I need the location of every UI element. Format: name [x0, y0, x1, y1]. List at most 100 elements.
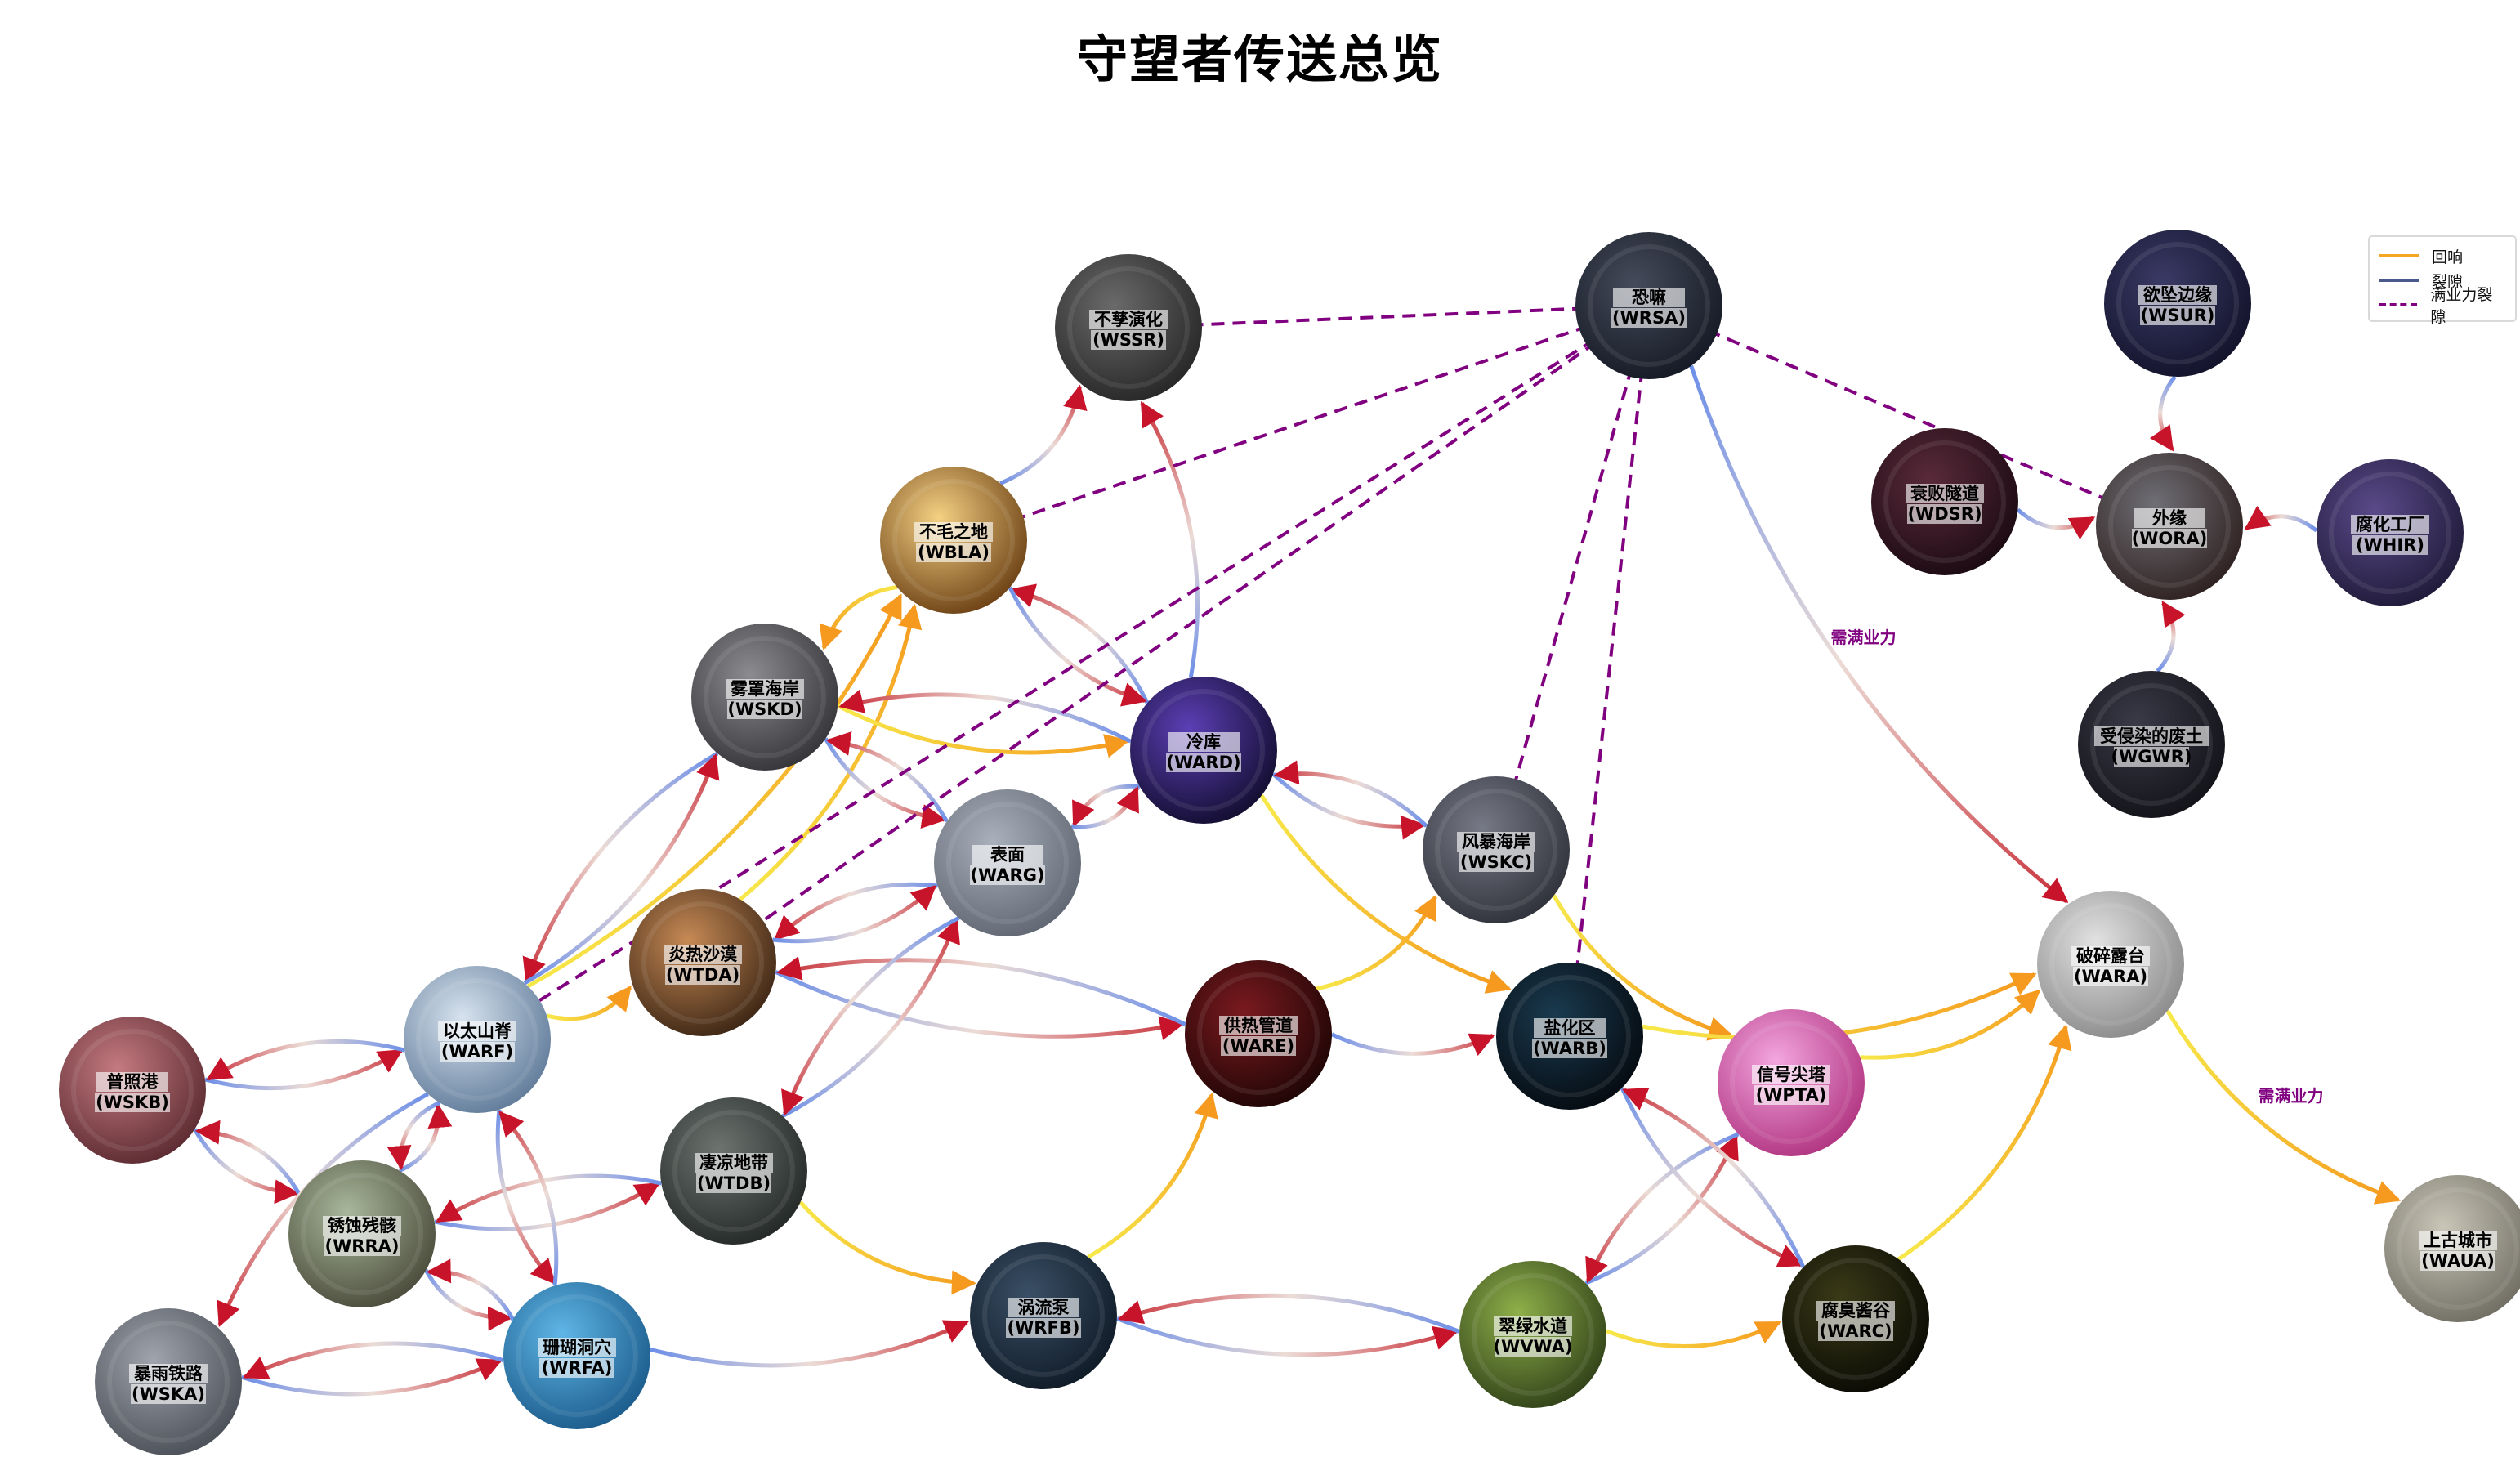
edge-WRSA-WBLA [953, 304, 1650, 542]
region-code: (WORA) [2132, 529, 2208, 548]
region-node-wssr[interactable]: 不孳演化(WSSR) [1055, 254, 1202, 401]
region-code: (WGWR) [2111, 747, 2192, 767]
legend-item-rift: 裂隙 [2379, 268, 2505, 293]
edge-WRFA-WARF [498, 1111, 559, 1286]
edge-WGWR-WORA [2156, 601, 2186, 673]
edge-WARG-WTDA [774, 882, 938, 941]
region-name: 炎热沙漠 [668, 945, 738, 964]
region-code: (WSKA) [132, 1384, 205, 1404]
legend-swatch-echo [2379, 254, 2419, 257]
region-node-whir[interactable]: 腐化工厂(WHIR) [2317, 459, 2464, 606]
edge-WVWA-WPTA [1584, 1133, 1739, 1285]
region-name: 腐化工厂 [2356, 515, 2424, 534]
region-name: 欲坠边缘 [2142, 285, 2212, 305]
edge-WRFB-WVWA [1116, 1316, 1459, 1357]
legend-swatch-karma-rift [2379, 303, 2418, 306]
region-node-waua[interactable]: 上古城市(WAUA) [2384, 1175, 2520, 1322]
edge-WRFA-WRRA [426, 1258, 515, 1321]
region-node-wvwa[interactable]: 翠绿水道(WVWA) [1459, 1261, 1606, 1408]
edge-WRSA-WORA [1648, 304, 2170, 528]
region-node-wora[interactable]: 外缘(WORA) [2096, 453, 2243, 600]
region-name: 雾罩海岸 [731, 679, 799, 699]
region-name: 供热管道 [1223, 1016, 1293, 1035]
region-node-wskc[interactable]: 风暴海岸(WSKC) [1423, 776, 1570, 923]
edge-WARC-WARB [1622, 1088, 1806, 1268]
region-code: (WVWA) [1493, 1337, 1572, 1357]
edge-WBLA-WSSR [999, 384, 1088, 485]
edge-WARF-WBLA [526, 593, 903, 989]
region-node-warb[interactable]: 盐化区(WARB) [1496, 963, 1643, 1110]
region-node-warf[interactable]: 以太山脊(WARF) [404, 966, 551, 1113]
edge-WSKD-WARD [837, 704, 1130, 758]
region-name: 破碎露台 [2076, 946, 2145, 966]
region-name: 盐化区 [1544, 1018, 1596, 1038]
region-code: (WRFA) [542, 1358, 613, 1378]
edge-WARF-WRRA [386, 1101, 441, 1171]
region-code: (WTDB) [697, 1173, 771, 1193]
region-name: 暴雨铁路 [134, 1364, 203, 1383]
region-node-wrfb[interactable]: 涡流泵(WRFB) [970, 1242, 1117, 1389]
region-code: (WSKB) [96, 1093, 169, 1112]
region-node-wtdb[interactable]: 凄凉地带(WTDB) [660, 1097, 807, 1245]
region-code: (WPTA) [1756, 1085, 1827, 1105]
region-node-warc[interactable]: 腐臭酱谷(WARC) [1782, 1245, 1929, 1392]
region-node-wskb[interactable]: 普照港(WSKB) [59, 1017, 206, 1164]
region-name: 信号尖塔 [1757, 1065, 1826, 1084]
edge-WSUR-WORA [2149, 375, 2177, 452]
region-node-wtda[interactable]: 炎热沙漠(WTDA) [629, 889, 776, 1036]
region-name: 锈蚀残骸 [328, 1216, 396, 1236]
region-code: (WSKD) [727, 700, 802, 719]
region-name: 翠绿水道 [1499, 1316, 1567, 1336]
region-node-wsur[interactable]: 欲坠边缘(WSUR) [2104, 230, 2251, 377]
edge-WHIR-WORA [2244, 505, 2318, 533]
region-node-wrfa[interactable]: 珊瑚洞穴(WRFA) [503, 1282, 650, 1429]
edge-WSKB-WRRA [193, 1128, 300, 1205]
region-node-wrra[interactable]: 锈蚀残骸(WRRA) [288, 1160, 436, 1307]
region-node-wpta[interactable]: 信号尖塔(WPTA) [1718, 1009, 1865, 1156]
region-node-wbla[interactable]: 不毛之地(WBLA) [880, 467, 1027, 614]
edge-WRRA-WTDB [434, 1182, 660, 1231]
edge-WARD-WSKD [838, 689, 1132, 744]
legend-label-echo: 回响 [2432, 248, 2464, 266]
region-code: (WSUR) [2141, 306, 2215, 325]
region-code: (WARD) [1166, 753, 1240, 772]
region-node-wskd[interactable]: 雾罩海岸(WSKD) [691, 624, 838, 771]
region-node-ward[interactable]: 冷库(WARD) [1130, 677, 1277, 824]
edge-WSKB-WARF [204, 1048, 404, 1091]
edge-WRRA-WSKB [194, 1120, 302, 1196]
region-name: 恐嘛 [1632, 288, 1666, 307]
region-name: 凄凉地带 [699, 1153, 768, 1173]
edge-WPTA-WARA [1860, 989, 2041, 1060]
edge-WSKC-WARD [1273, 760, 1428, 828]
edge-WVWA-WARC [1605, 1321, 1781, 1349]
region-node-warg[interactable]: 表面(WARG) [934, 789, 1081, 936]
edge-WARA-WAUA [2165, 1009, 2402, 1205]
edge-WRFB-WARE [1087, 1092, 1218, 1259]
edge-WARD-WBLA [1010, 583, 1150, 704]
edge-WSKD-WARF [522, 751, 719, 983]
edge-WRSA-WARA [1689, 364, 2069, 903]
region-node-wdsr[interactable]: 衰败隧道(WDSR) [1871, 428, 2018, 575]
edge-WARB-WARC [1620, 1087, 1803, 1267]
region-name: 上古城市 [2424, 1231, 2492, 1250]
region-name: 风暴海岸 [1462, 832, 1530, 852]
region-code: (WHIR) [2356, 535, 2424, 555]
region-code: (WAUA) [2421, 1251, 2495, 1271]
edge-WTDA-WARE [775, 970, 1185, 1040]
edge-WBLA-WARD [1008, 586, 1147, 707]
region-node-wgwr[interactable]: 受侵染的废土(WGWR) [2078, 671, 2225, 818]
edge-WTDB-WRFB [798, 1200, 976, 1295]
region-node-wrsa[interactable]: 恐嘛(WRSA) [1575, 232, 1722, 379]
region-node-wara[interactable]: 破碎露台(WARA) [2037, 891, 2184, 1038]
region-node-ware[interactable]: 供热管道(WARE) [1185, 960, 1332, 1107]
region-code: (WRFB) [1008, 1318, 1080, 1338]
edge-WRSA-WSSR [1128, 304, 1650, 329]
region-code: (WDSR) [1907, 504, 1982, 524]
edge-WARF-WSKB [206, 1039, 405, 1081]
legend-label-rift: 裂隙 [2432, 272, 2464, 291]
region-node-wska[interactable]: 暴雨铁路(WSKA) [95, 1308, 242, 1455]
region-code: (WARG) [970, 865, 1044, 885]
edge-note-WARA-WAUA: 需满业力 [2259, 1086, 2324, 1106]
